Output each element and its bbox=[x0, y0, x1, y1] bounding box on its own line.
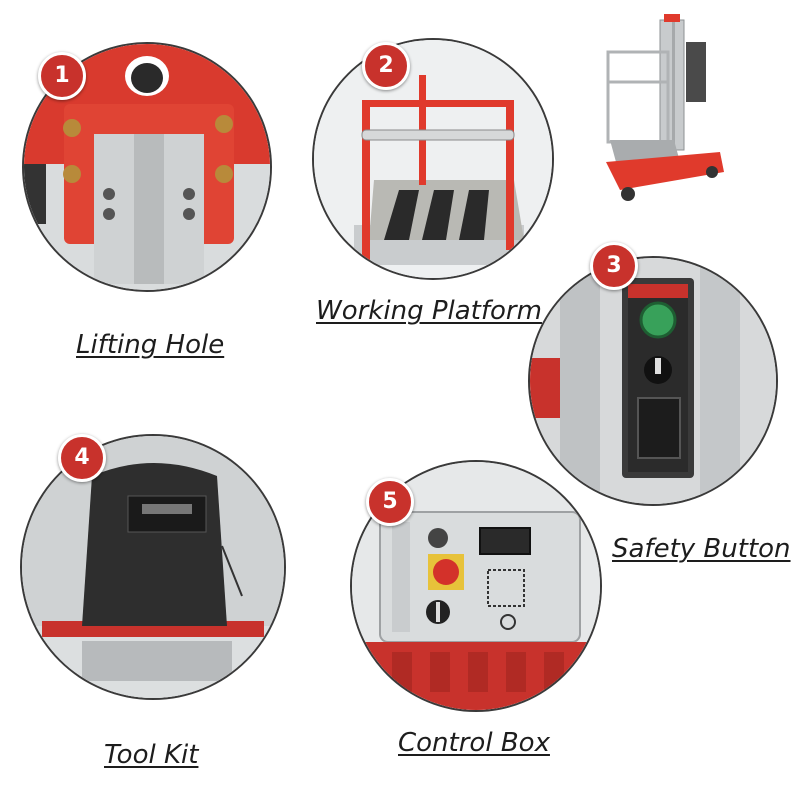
tool-kit-illustration bbox=[22, 436, 284, 698]
safety-button-illustration bbox=[530, 258, 776, 504]
working-platform-illustration bbox=[314, 40, 552, 278]
aerial-lift-product-image bbox=[600, 12, 730, 212]
safety-button-photo bbox=[530, 258, 776, 504]
working-platform-photo bbox=[314, 40, 552, 278]
feature-number-badge-5: 5 bbox=[366, 478, 414, 526]
feature-label-working-platform: Working Platform bbox=[316, 296, 542, 326]
lifting-hole-photo bbox=[24, 44, 270, 290]
feature-label-tool-kit: Tool Kit bbox=[104, 740, 199, 770]
feature-number-badge-1: 1 bbox=[38, 52, 86, 100]
aerial-lift-illustration bbox=[606, 14, 724, 201]
feature-number-badge-2: 2 bbox=[362, 42, 410, 90]
tool-kit-photo bbox=[22, 436, 284, 698]
feature-label-lifting-hole: Lifting Hole bbox=[76, 330, 225, 360]
feature-number-badge-4: 4 bbox=[58, 434, 106, 482]
feature-label-safety-button: Safety Button bbox=[612, 534, 791, 564]
feature-number-badge-3: 3 bbox=[590, 242, 638, 290]
feature-label-control-box: Control Box bbox=[398, 728, 550, 758]
